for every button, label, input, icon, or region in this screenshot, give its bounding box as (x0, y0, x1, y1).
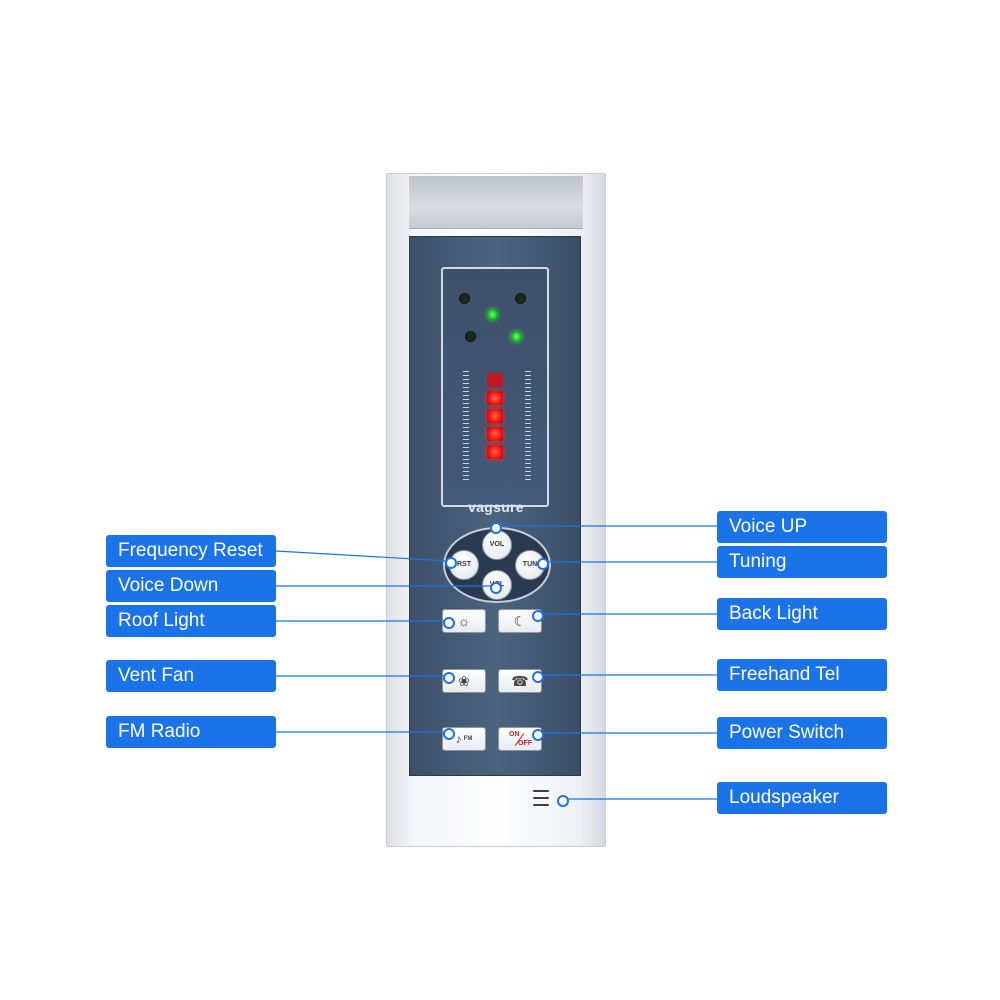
indicator-led-2 (515, 293, 526, 304)
device-top-strip (409, 176, 583, 229)
anchor-back-light (532, 610, 544, 622)
control-panel-face: vagsure VOL RST TUN VOL ☼ ☾ ❀ ☎ (409, 236, 581, 776)
anchor-loudspeaker (557, 795, 569, 807)
indicator-led-1 (459, 293, 470, 304)
callout-frequency-reset: Frequency Reset (106, 535, 276, 567)
meter-segment-1 (487, 373, 503, 387)
light-icon: ☾ (513, 612, 527, 629)
callout-fm-radio: FM Radio (106, 716, 276, 748)
freehand-tel-button[interactable]: ☎ (498, 669, 542, 693)
callout-freehand-tel: Freehand Tel (717, 659, 887, 691)
callout-roof-light: Roof Light (106, 605, 276, 637)
anchor-voice-down (490, 582, 502, 594)
level-meter-right (525, 371, 531, 481)
indicator-led-3 (487, 309, 498, 320)
anchor-fm-radio (443, 728, 455, 740)
callout-back-light: Back Light (717, 598, 887, 630)
callout-power-switch: Power Switch (717, 717, 887, 749)
anchor-vent-fan (443, 672, 455, 684)
anchor-tuning (537, 558, 549, 570)
anchor-freehand-tel (532, 671, 544, 683)
indicator-led-5 (511, 331, 522, 342)
grille-line-1 (533, 790, 549, 792)
anchor-roof-light (443, 617, 455, 629)
callout-tuning: Tuning (717, 546, 887, 578)
bulb-icon: ☼ (457, 613, 471, 629)
loudspeaker-grille-icon (533, 790, 549, 806)
callout-vent-fan: Vent Fan (106, 660, 276, 692)
level-meter-left (463, 371, 469, 481)
meter-segment-5 (487, 445, 503, 459)
grille-line-3 (533, 804, 549, 806)
meter-segment-4 (487, 427, 503, 441)
reset-label: RST (457, 561, 471, 569)
brand-logo: vagsure (468, 499, 524, 515)
tuning-label: TUN (522, 561, 538, 569)
fan-icon: ❀ (458, 672, 470, 689)
grille-line-2 (533, 797, 549, 799)
power-on-label: ON (509, 731, 520, 738)
power-icon: ON OFF (508, 731, 532, 747)
voice-up-button[interactable]: VOL (482, 530, 512, 560)
fm-label: FM (463, 736, 473, 742)
control-panel-device: vagsure VOL RST TUN VOL ☼ ☾ ❀ ☎ (386, 173, 606, 847)
phone-icon: ☎ (511, 672, 529, 689)
meter-segment-3 (487, 409, 503, 423)
power-off-label: OFF (518, 740, 532, 747)
anchor-power-switch (532, 729, 544, 741)
radio-icon: ♪ (455, 732, 462, 746)
meter-segment-2 (487, 391, 503, 405)
voice-up-label: VOL (489, 541, 505, 549)
callout-voice-down: Voice Down (106, 570, 276, 602)
indicator-led-4 (465, 331, 476, 342)
status-display (441, 267, 549, 507)
callout-loudspeaker: Loudspeaker (717, 782, 887, 814)
anchor-voice-up (490, 522, 502, 534)
anchor-frequency-reset (445, 557, 457, 569)
callout-voice-up: Voice UP (717, 511, 887, 543)
